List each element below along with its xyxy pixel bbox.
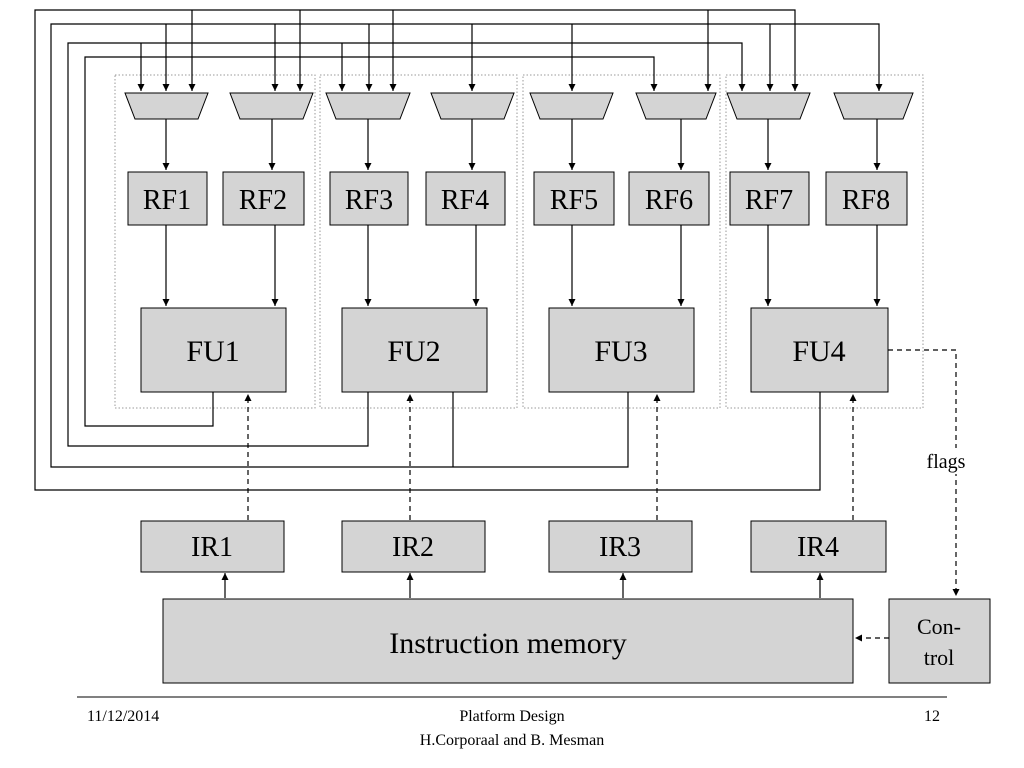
register-files <box>127 171 908 226</box>
rf3-block <box>329 171 409 226</box>
flags-label-bg <box>920 448 972 474</box>
footer-page-number: 12 <box>924 708 940 725</box>
rf5-block <box>533 171 615 226</box>
fu2-result-bus <box>67 42 746 447</box>
fu3-result-bus <box>50 23 883 468</box>
mux-to-rf-arrows <box>162 119 881 170</box>
fu1-label: FU1 <box>186 335 239 368</box>
footer-date: 11/12/2014 <box>87 708 160 725</box>
mux-rf2 <box>229 92 314 120</box>
ir1-label: IR1 <box>191 532 233 563</box>
fu1-block <box>140 307 287 393</box>
instruction-memory-label: Instruction memory <box>389 627 626 660</box>
rf2-label: RF2 <box>239 185 287 216</box>
footer-title: Platform Design <box>459 708 565 725</box>
fu3-label: FU3 <box>594 335 647 368</box>
rf5-label: RF5 <box>550 185 598 216</box>
rf3-label: RF3 <box>345 185 393 216</box>
rf7-label: RF7 <box>745 185 793 216</box>
cluster-1-boundary <box>114 74 316 409</box>
mux-rf3 <box>325 92 411 120</box>
ir-to-fu-arrows <box>244 394 857 520</box>
fu4-result-bus <box>34 9 821 491</box>
rf4-label: RF4 <box>441 185 489 216</box>
ir3-block <box>548 520 693 573</box>
rf2-block <box>222 171 305 226</box>
cluster-4-boundary <box>725 74 924 409</box>
rf-to-fu-arrows <box>162 225 881 306</box>
cluster-2-boundary <box>319 74 518 409</box>
mux-input-drops <box>137 10 774 91</box>
function-units <box>140 307 889 393</box>
ir1-block <box>140 520 285 573</box>
mux-rf1 <box>124 92 209 120</box>
mux-rf5 <box>529 92 614 120</box>
ir4-block <box>750 520 887 573</box>
fu4-block <box>750 307 889 393</box>
fu2-block <box>341 307 488 393</box>
instruction-register-labels: IR1 IR2 IR3 IR4 <box>191 532 839 563</box>
control-label-line2: trol <box>924 645 955 670</box>
mux-rf6 <box>635 92 717 120</box>
register-file-labels: RF1 RF2 RF3 RF4 RF5 RF6 RF7 RF8 <box>143 185 890 216</box>
mux-rf4 <box>430 92 515 120</box>
ir4-label: IR4 <box>797 532 839 563</box>
instruction-registers <box>140 520 887 573</box>
flags-line <box>888 349 960 596</box>
memory-to-ir-arrows <box>221 573 824 598</box>
feedback-buses <box>34 9 883 491</box>
ir2-label: IR2 <box>392 532 434 563</box>
fu1-result-bus <box>84 56 658 427</box>
control-label-line1: Con- <box>917 614 961 639</box>
mux-rf8 <box>833 92 914 120</box>
multiplexers <box>124 92 914 120</box>
mux-rf7 <box>726 92 811 120</box>
rf1-label: RF1 <box>143 185 191 216</box>
footer-authors: H.Corporaal and B. Mesman <box>419 732 605 749</box>
rf6-label: RF6 <box>645 185 693 216</box>
rf7-block <box>729 171 810 226</box>
rf1-block <box>127 171 208 226</box>
function-unit-labels: FU1 FU2 FU3 FU4 <box>186 335 845 368</box>
fu4-label: FU4 <box>792 335 845 368</box>
cluster-boundaries <box>114 74 924 409</box>
instruction-memory-block <box>162 598 854 684</box>
fu3-block <box>548 307 695 393</box>
fu2-label: FU2 <box>387 335 440 368</box>
control-block <box>888 598 991 684</box>
ir3-label: IR3 <box>599 532 641 563</box>
rf6-block <box>628 171 710 226</box>
ir2-block <box>341 520 486 573</box>
rf4-block <box>425 171 506 226</box>
rf8-block <box>825 171 908 226</box>
rf8-label: RF8 <box>842 185 890 216</box>
flags-label: flags <box>927 451 966 473</box>
cluster-3-boundary <box>522 74 721 409</box>
